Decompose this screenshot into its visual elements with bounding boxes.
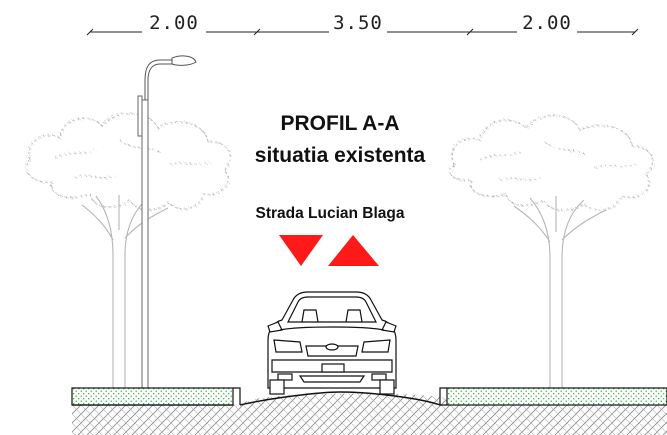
- dimension-right-sidewalk: 2.00: [522, 12, 572, 34]
- direction-arrow-up: [328, 235, 379, 266]
- dimension-roadway: 3.50: [333, 12, 383, 34]
- left-sidewalk: [71, 387, 241, 406]
- street-lamp: [137, 55, 197, 389]
- right-sidewalk: [439, 387, 667, 406]
- street-name: Strada Lucian Blaga: [255, 205, 404, 222]
- ground-hatch: [72, 393, 667, 435]
- road-surface: [239, 391, 441, 406]
- profile-subtitle: situatia existenta: [255, 144, 426, 167]
- car-front-view: [267, 291, 397, 395]
- dimension-line: [86, 14, 639, 36]
- dimension-left-sidewalk: 2.00: [149, 12, 199, 34]
- tree-left: [25, 112, 231, 388]
- tree-right: [449, 114, 654, 388]
- profile-title: PROFIL A-A: [281, 112, 400, 135]
- direction-arrow-down: [279, 235, 323, 266]
